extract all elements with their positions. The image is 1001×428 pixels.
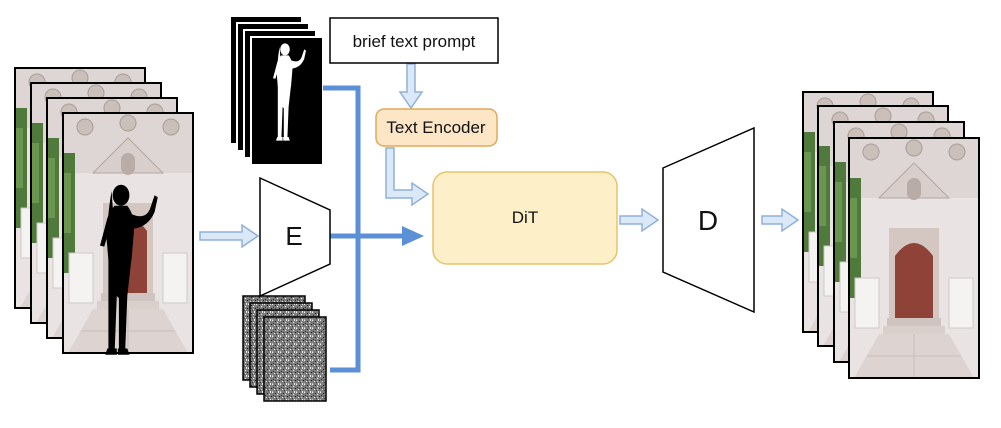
decoder-label: D <box>698 205 718 236</box>
feature-flow-lines <box>323 85 404 373</box>
dit-label: DiT <box>512 208 538 227</box>
text-encoder-label: Text Encoder <box>386 118 486 137</box>
encoder-block: E <box>259 176 331 298</box>
prompt-box: brief text prompt <box>329 17 499 64</box>
dit-input-arrowhead <box>402 226 424 246</box>
input-frames <box>14 67 194 355</box>
mask-frames <box>229 15 324 166</box>
decoder-block: D <box>662 126 755 314</box>
text-encoder-to-dit-arrow <box>385 147 430 207</box>
input-to-encoder-arrow <box>199 223 260 249</box>
decoder-to-output-arrow <box>761 207 800 233</box>
input-front-frame <box>62 112 194 355</box>
prompt-text: brief text prompt <box>353 32 476 51</box>
prompt-to-encoder-arrow <box>398 63 424 110</box>
dit-to-decoder-arrow <box>619 207 660 233</box>
noise-frames <box>242 295 327 402</box>
output-front-frame <box>848 137 980 379</box>
text-encoder-block: Text Encoder <box>375 108 498 147</box>
dit-block: DiT <box>432 171 618 265</box>
output-frames <box>802 91 980 379</box>
encoder-label: E <box>285 221 302 251</box>
